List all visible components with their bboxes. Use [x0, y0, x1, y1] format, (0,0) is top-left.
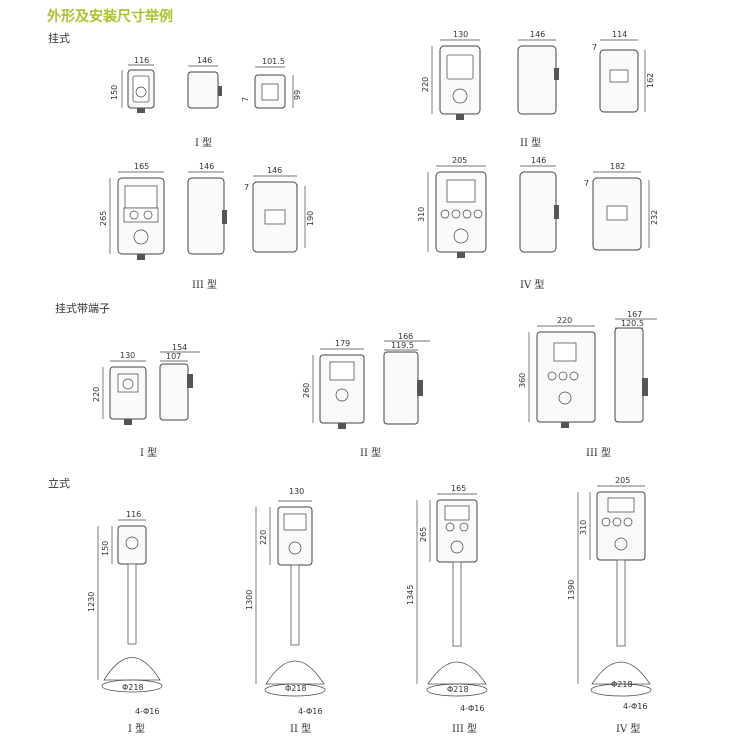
svg-text:Φ218: Φ218	[447, 685, 469, 694]
svg-text:7: 7	[244, 183, 249, 192]
svg-text:220: 220	[92, 387, 101, 402]
svg-text:220: 220	[259, 530, 268, 545]
svg-text:205: 205	[452, 156, 467, 165]
svg-text:154: 154	[172, 343, 187, 352]
caption-wall-2: II 型	[520, 138, 542, 149]
dim-width: 116	[134, 56, 149, 65]
svg-text:4-Φ16: 4-Φ16	[298, 707, 322, 716]
svg-text:99: 99	[293, 90, 302, 100]
wall-type-3: 165 265 146 146 190 7	[99, 162, 315, 260]
section-stand: 立式	[48, 477, 70, 490]
svg-text:150: 150	[110, 85, 119, 100]
page-title: 外形及安装尺寸举例	[47, 9, 173, 25]
stand-type-4: 205 310 1390 Φ218 4-Φ16	[567, 476, 652, 711]
svg-text:146: 146	[531, 156, 546, 165]
svg-text:1230: 1230	[87, 592, 96, 612]
caption-stand-1: I 型	[128, 724, 146, 735]
svg-text:146: 146	[267, 166, 282, 175]
svg-text:220: 220	[557, 316, 572, 325]
svg-text:146: 146	[530, 30, 545, 39]
svg-text:190: 190	[306, 211, 315, 226]
svg-text:310: 310	[579, 520, 588, 535]
svg-text:167: 167	[627, 310, 642, 319]
terminal-type-3: 220 360 167 120.5	[518, 310, 657, 428]
svg-text:120.5: 120.5	[621, 319, 644, 328]
stand-type-1: 116 150 1230 Φ218 4-Φ16	[87, 510, 163, 716]
svg-text:232: 232	[650, 210, 659, 225]
svg-text:146: 146	[199, 162, 214, 171]
svg-text:7: 7	[241, 97, 250, 102]
svg-text:1300: 1300	[245, 590, 254, 610]
svg-text:310: 310	[417, 207, 426, 222]
svg-text:146: 146	[197, 56, 212, 65]
svg-text:260: 260	[302, 383, 311, 398]
svg-text:4-Φ16: 4-Φ16	[135, 707, 159, 716]
svg-text:205: 205	[615, 476, 630, 485]
svg-text:Φ218: Φ218	[285, 684, 307, 693]
svg-text:Φ218: Φ218	[122, 683, 144, 692]
terminal-type-2: 179 260 166 119.5	[302, 332, 430, 429]
svg-text:130: 130	[453, 30, 468, 39]
svg-text:130: 130	[289, 487, 304, 496]
svg-text:116: 116	[126, 510, 141, 519]
svg-text:265: 265	[99, 211, 108, 226]
caption-wall-3: III 型	[192, 280, 218, 291]
caption-terminal-1: I 型	[140, 448, 158, 459]
caption-stand-3: III 型	[452, 724, 478, 735]
caption-terminal-2: II 型	[360, 448, 382, 459]
svg-text:179: 179	[335, 339, 350, 348]
svg-text:114: 114	[612, 30, 627, 39]
svg-text:130: 130	[120, 351, 135, 360]
side-view	[187, 71, 219, 109]
svg-text:182: 182	[610, 162, 625, 171]
caption-stand-2: II 型	[290, 724, 312, 735]
svg-text:166: 166	[398, 332, 413, 341]
section-wall: 挂式	[48, 32, 70, 45]
wall-type-4: 205 310 146 182 232 7	[417, 156, 659, 258]
svg-text:360: 360	[518, 373, 527, 388]
svg-text:Φ218: Φ218	[611, 680, 633, 689]
svg-text:1345: 1345	[406, 585, 415, 605]
svg-text:150: 150	[101, 541, 110, 556]
svg-text:220: 220	[421, 77, 430, 92]
svg-text:165: 165	[134, 162, 149, 171]
terminal-type-1: 130 220 154 107	[92, 343, 200, 425]
svg-text:101.5: 101.5	[262, 57, 285, 66]
svg-text:4-Φ16: 4-Φ16	[460, 704, 484, 713]
svg-text:265: 265	[419, 527, 428, 542]
caption-stand-4: IV 型	[616, 724, 641, 735]
stand-type-2: 130 220 1300 Φ218 4-Φ16	[245, 487, 326, 716]
svg-text:7: 7	[592, 43, 597, 52]
wall-type-1: 116 150 146 101.5 99 7	[110, 56, 302, 113]
caption-terminal-3: III 型	[586, 448, 612, 459]
svg-text:165: 165	[451, 484, 466, 493]
caption-wall-1: I 型	[195, 138, 213, 149]
wall-type-2: 130 220 146 114 162 7	[421, 30, 655, 120]
stand-type-3: 165 265 1345 Φ218 4-Φ16	[406, 484, 488, 713]
svg-text:107: 107	[166, 352, 181, 361]
svg-text:4-Φ16: 4-Φ16	[623, 702, 647, 711]
svg-text:119.5: 119.5	[391, 341, 414, 350]
svg-text:7: 7	[584, 179, 589, 188]
svg-text:1390: 1390	[567, 580, 576, 600]
section-wall-terminal: 挂式带端子	[55, 302, 110, 315]
caption-wall-4: IV 型	[520, 280, 545, 291]
svg-text:162: 162	[646, 73, 655, 88]
